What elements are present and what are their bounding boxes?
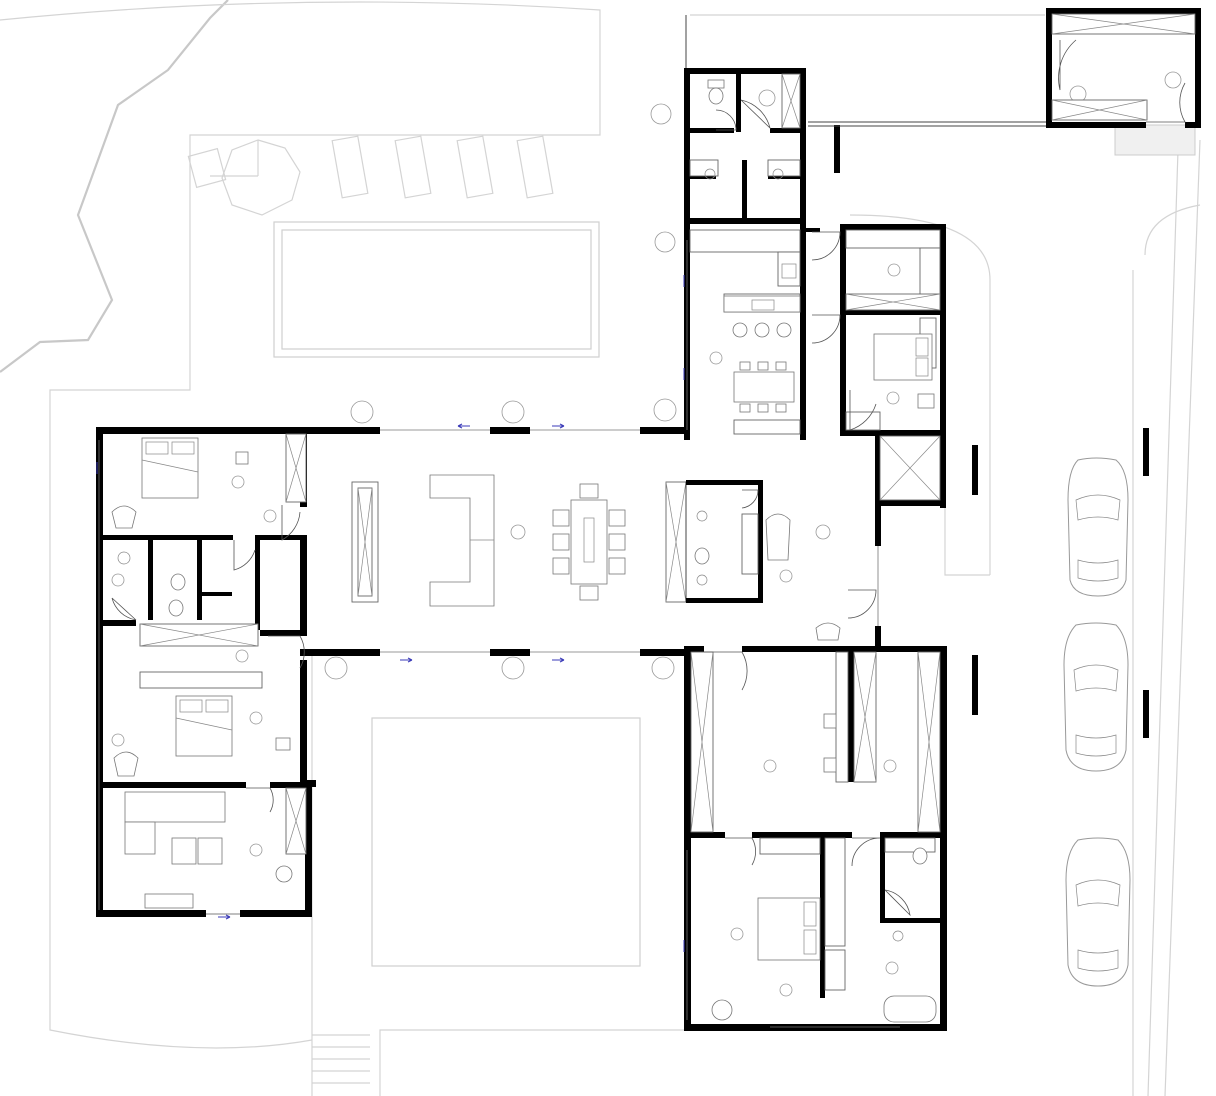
pool-lower bbox=[371, 717, 641, 967]
planters bbox=[324, 71, 1182, 680]
pool-upper-inner bbox=[281, 229, 592, 350]
double-bed-icon bbox=[141, 437, 199, 499]
doors bbox=[111, 39, 1186, 917]
armchair bbox=[111, 505, 137, 529]
kitchen-island bbox=[723, 295, 801, 313]
armchair bbox=[815, 622, 841, 641]
ottoman bbox=[171, 837, 197, 865]
driveway-edge bbox=[1144, 204, 1201, 256]
window-lines bbox=[98, 240, 900, 1028]
sectional-sofa bbox=[429, 474, 495, 607]
toilet-icon bbox=[707, 79, 725, 105]
property-boundary bbox=[0, 1, 601, 1049]
tree-circle-icon bbox=[501, 400, 525, 424]
tree-circle-icon bbox=[650, 103, 672, 125]
access-path bbox=[944, 295, 990, 576]
tree-circle-icon bbox=[350, 400, 374, 424]
car-top-view-icon bbox=[1063, 622, 1129, 772]
bathtub bbox=[883, 995, 937, 1023]
bar-stool bbox=[732, 322, 748, 338]
car-top-view-icon bbox=[1065, 837, 1131, 987]
furniture bbox=[111, 79, 937, 1023]
parked-cars bbox=[834, 125, 1149, 987]
tree-circle-icon bbox=[654, 231, 676, 253]
tree-circle-icon bbox=[653, 398, 677, 422]
car-top-view-icon bbox=[1067, 457, 1129, 597]
pool-upper bbox=[273, 221, 600, 358]
bar-stool bbox=[754, 322, 770, 338]
light-fixtures bbox=[111, 263, 901, 997]
access-path bbox=[849, 214, 991, 575]
toilet-icon bbox=[170, 573, 186, 591]
sofa-chaise bbox=[124, 821, 156, 855]
armchair bbox=[113, 751, 139, 777]
terrace-edge bbox=[379, 1029, 685, 1096]
patio-umbrella-icon bbox=[187, 139, 301, 216]
dining-table bbox=[552, 483, 626, 601]
armchair bbox=[711, 999, 733, 1021]
exterior-stairs bbox=[312, 1034, 370, 1084]
tree-circle-icon bbox=[1164, 71, 1182, 89]
kitchen-table bbox=[733, 371, 795, 403]
tree-circle-icon bbox=[758, 89, 776, 107]
driveway-edge bbox=[1147, 149, 1179, 1096]
desk bbox=[144, 893, 194, 909]
armchair bbox=[765, 513, 791, 561]
tree-circle-icon bbox=[651, 656, 675, 680]
building-walls bbox=[96, 8, 1201, 1031]
bar-stool bbox=[776, 322, 792, 338]
sun-loungers bbox=[331, 135, 554, 199]
sofa bbox=[124, 791, 226, 823]
cabinetry bbox=[139, 13, 1196, 991]
double-bed-icon bbox=[175, 695, 233, 757]
tree-circle-icon bbox=[501, 656, 525, 680]
sliding-door-markers bbox=[96, 275, 685, 952]
toilet-icon bbox=[912, 847, 928, 865]
driveway-edge bbox=[1164, 139, 1201, 1096]
tree-circle-icon bbox=[324, 656, 348, 680]
garage-apron-slab bbox=[1114, 124, 1196, 156]
double-bed-icon bbox=[873, 333, 933, 381]
toilet-icon bbox=[168, 599, 184, 617]
toilet-icon bbox=[694, 547, 710, 565]
terrain-contour-line bbox=[0, 0, 229, 373]
double-bed-icon bbox=[757, 897, 821, 961]
ottoman bbox=[197, 837, 223, 865]
